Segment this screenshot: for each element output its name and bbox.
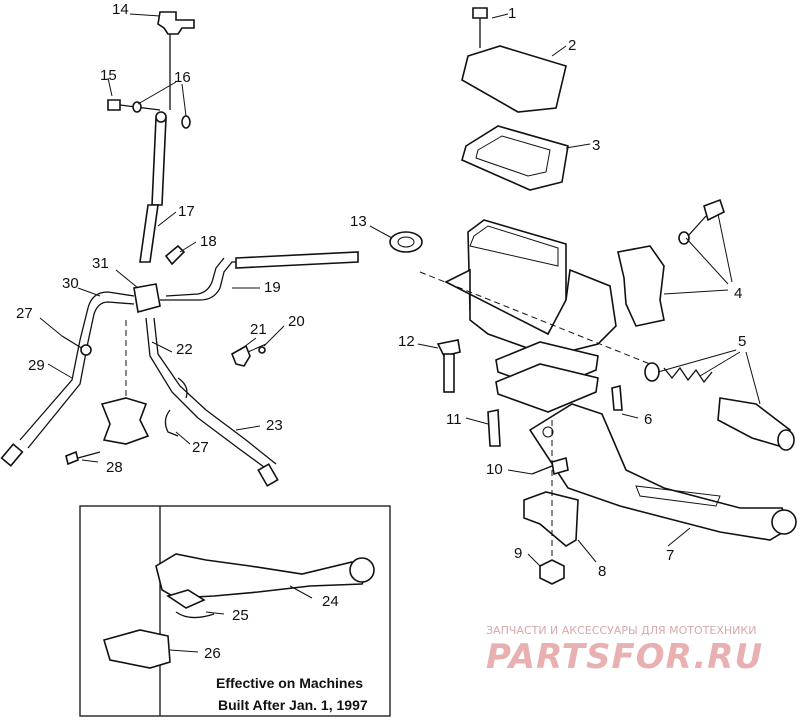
callout-9: 9 xyxy=(514,545,522,562)
brake-lever xyxy=(528,403,791,541)
callout-1: 1 xyxy=(508,5,516,22)
callout-7: 7 xyxy=(666,547,674,564)
brake-line-assembly xyxy=(0,11,359,487)
callout-10: 10 xyxy=(486,461,503,478)
callout-23: 23 xyxy=(266,417,283,434)
callout-25: 25 xyxy=(232,607,249,624)
callout-3: 3 xyxy=(592,137,600,154)
inset-note-line-1: Effective on Machines xyxy=(216,675,363,691)
callout-labels: 1 2 3 4 5 6 7 8 9 10 11 12 13 14 15 16 1… xyxy=(16,1,746,662)
mounting-bolt xyxy=(65,450,79,466)
upper-hose xyxy=(151,117,167,206)
inset-bracket xyxy=(166,589,206,609)
callout-17: 17 xyxy=(178,203,195,220)
callout-31: 31 xyxy=(92,255,109,272)
inset-note: Effective on Machines Built After Jan. 1… xyxy=(216,675,368,713)
callout-20: 20 xyxy=(288,313,305,330)
seal-ring xyxy=(389,231,423,253)
cylinder-housing xyxy=(444,268,617,357)
watermark-brand: PARTSFOR.RU xyxy=(486,637,763,677)
pivot-bolt xyxy=(436,339,461,357)
lock-nut xyxy=(539,559,565,585)
cover-screw xyxy=(472,7,488,19)
callout-15: 15 xyxy=(100,67,117,84)
reservoir-diaphragm xyxy=(461,125,569,191)
callout-28: 28 xyxy=(106,459,123,476)
inset-box xyxy=(79,505,391,717)
clamp-bolt xyxy=(703,198,725,222)
boot-gasket xyxy=(495,363,599,413)
tee-fitting xyxy=(157,11,195,35)
callout-16: 16 xyxy=(174,69,191,86)
handlebar-clamp xyxy=(617,245,665,327)
callout-4: 4 xyxy=(734,285,742,302)
callout-26: 26 xyxy=(204,645,221,662)
banjo-bolt xyxy=(107,99,121,111)
callout-21: 21 xyxy=(250,321,267,338)
callout-27: 27 xyxy=(16,305,33,322)
reservoir-cover xyxy=(461,45,567,113)
callout-11: 11 xyxy=(446,411,462,428)
callout-13: 13 xyxy=(350,213,367,230)
callout-5: 5 xyxy=(738,333,746,350)
callout-24: 24 xyxy=(322,593,339,610)
callout-6: 6 xyxy=(644,411,652,428)
callout-2: 2 xyxy=(568,37,576,54)
callout-12: 12 xyxy=(398,333,415,350)
callout-30: 30 xyxy=(62,275,79,292)
piston-washer xyxy=(644,362,660,382)
mounting-plate xyxy=(100,397,150,445)
inset-mount xyxy=(102,629,171,669)
callout-19: 19 xyxy=(264,279,281,296)
callout-27-lower: 27 xyxy=(192,439,209,456)
callout-29: 29 xyxy=(28,357,45,374)
long-brake-line xyxy=(235,251,359,269)
inset-note-line-2: Built After Jan. 1, 1997 xyxy=(218,697,368,713)
lever-bracket xyxy=(523,491,579,547)
callout-14: 14 xyxy=(112,1,129,18)
brake-hose xyxy=(139,204,159,263)
master-cylinder-assembly xyxy=(389,7,797,585)
mounting-bolt xyxy=(487,409,501,447)
hose-end xyxy=(0,443,24,467)
watermark: ЗАПЧАСТИ И АКСЕССУАРЫ ДЛЯ МОТОТЕХНИКИ PA… xyxy=(486,624,763,677)
leader-lines xyxy=(39,13,761,653)
callout-22: 22 xyxy=(176,341,193,358)
callout-18: 18 xyxy=(200,233,217,250)
adjuster-screw xyxy=(551,456,569,476)
watermark-tagline: ЗАПЧАСТИ И АКСЕССУАРЫ ДЛЯ МОТОТЕХНИКИ xyxy=(486,624,756,637)
callout-8: 8 xyxy=(598,563,606,580)
hose-end xyxy=(257,463,279,487)
distribution-block xyxy=(133,283,161,314)
lever-pin xyxy=(611,384,623,411)
hose-fitting xyxy=(164,244,186,266)
